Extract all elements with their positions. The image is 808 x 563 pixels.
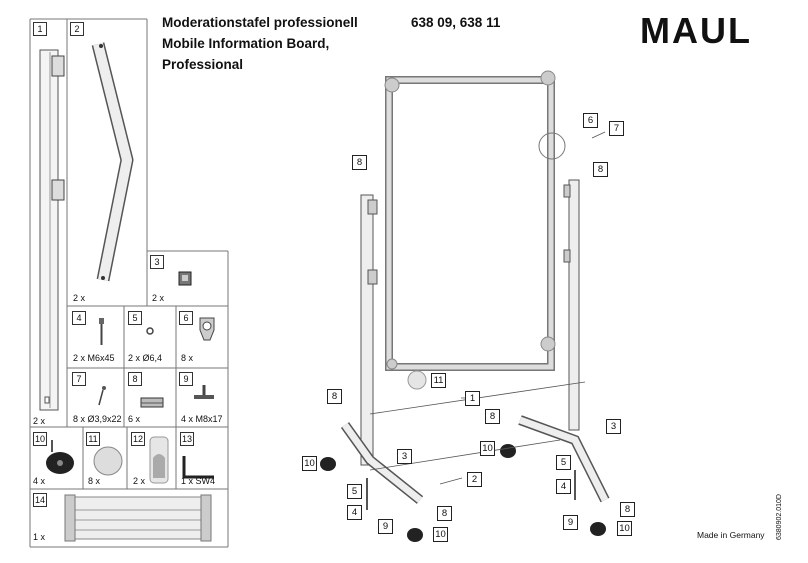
part-qty-11: 8 x bbox=[88, 476, 101, 486]
callout-6: 6 bbox=[583, 113, 598, 128]
callout-9: 9 bbox=[378, 519, 393, 534]
callout-8: 8 bbox=[437, 506, 452, 521]
part-7-screw-drawing bbox=[98, 386, 106, 406]
callout-8: 8 bbox=[327, 389, 342, 404]
callout-4: 4 bbox=[347, 505, 362, 520]
callout-9: 9 bbox=[563, 515, 578, 530]
callout-10: 10 bbox=[302, 456, 317, 471]
part-number-9: 9 bbox=[179, 372, 193, 386]
part-qty-5: 2 x Ø6,4 bbox=[128, 353, 163, 363]
part-number-4: 4 bbox=[72, 311, 86, 325]
part-4-screw-drawing bbox=[99, 318, 104, 345]
callout-8: 8 bbox=[620, 502, 635, 517]
part-qty-12: 2 x bbox=[133, 476, 146, 486]
part-number-14: 14 bbox=[33, 493, 47, 507]
part-9-foot-drawing bbox=[194, 385, 214, 399]
part-qty-3: 2 x bbox=[152, 293, 165, 303]
title-line-1: Moderationstafel professionell bbox=[162, 15, 358, 30]
part-3-clip-drawing bbox=[178, 271, 192, 286]
callout-8: 8 bbox=[485, 409, 500, 424]
assembly-drawing bbox=[320, 70, 610, 542]
part-number-10: 10 bbox=[33, 432, 47, 446]
callout-3: 3 bbox=[397, 449, 412, 464]
part-qty-13: 1 x SW4 bbox=[181, 476, 216, 486]
callout-4: 4 bbox=[556, 479, 571, 494]
callout-10: 10 bbox=[433, 527, 448, 542]
part-13-hex-key-drawing bbox=[182, 456, 214, 479]
part-number-13: 13 bbox=[180, 432, 194, 446]
callout-1: 1 bbox=[465, 391, 480, 406]
title-line-2: Mobile Information Board, bbox=[162, 36, 330, 51]
callout-10: 10 bbox=[617, 521, 632, 536]
part-number-11: 11 bbox=[86, 432, 100, 446]
part-qty-1: 2 x bbox=[33, 416, 46, 426]
part-qty-2: 2 x bbox=[73, 293, 86, 303]
part-qty-6: 8 x bbox=[181, 353, 194, 363]
part-number-6: 6 bbox=[179, 311, 193, 325]
part-number-12: 12 bbox=[131, 432, 145, 446]
part-number-5: 5 bbox=[128, 311, 142, 325]
part-6-connector-drawing bbox=[199, 317, 215, 341]
callout-5: 5 bbox=[556, 455, 571, 470]
product-title: Moderationstafel professionell Mobile In… bbox=[162, 12, 402, 75]
part-1-profile-drawing bbox=[39, 49, 65, 411]
part-12-holder-drawing bbox=[149, 436, 169, 484]
part-14-rail-drawing bbox=[64, 494, 212, 542]
part-qty-7: 8 x Ø3,9x22 bbox=[73, 414, 122, 424]
part-10-caster-drawing bbox=[46, 440, 74, 474]
callout-3: 3 bbox=[606, 419, 621, 434]
callout-10: 10 bbox=[480, 441, 495, 456]
part-qty-8: 6 x bbox=[128, 414, 141, 424]
part-8-cap-drawing bbox=[140, 397, 164, 408]
part-number-8: 8 bbox=[128, 372, 142, 386]
callout-7: 7 bbox=[609, 121, 624, 136]
part-2-tube-drawing bbox=[91, 42, 134, 282]
part-qty-10: 4 x bbox=[33, 476, 46, 486]
made-in-label: Made in Germany bbox=[697, 530, 765, 540]
callout-11: 11 bbox=[431, 373, 446, 388]
part-qty-14: 1 x bbox=[33, 532, 46, 542]
part-number-1: 1 bbox=[33, 22, 47, 36]
callout-8: 8 bbox=[352, 155, 367, 170]
document-code: 6380902.010D bbox=[776, 494, 783, 540]
part-number-2: 2 bbox=[70, 22, 84, 36]
part-11-ball-drawing bbox=[93, 446, 123, 476]
title-line-3: Professional bbox=[162, 57, 244, 72]
callout-8: 8 bbox=[593, 162, 608, 177]
brand-logo: MAUL bbox=[640, 10, 752, 51]
part-5-washer-drawing bbox=[146, 327, 154, 335]
callout-5: 5 bbox=[347, 484, 362, 499]
part-qty-9: 4 x M8x17 bbox=[181, 414, 223, 424]
part-number-7: 7 bbox=[72, 372, 86, 386]
part-qty-4: 2 x M6x45 bbox=[73, 353, 115, 363]
callout-2: 2 bbox=[467, 472, 482, 487]
article-numbers: 638 09, 638 11 bbox=[411, 15, 501, 30]
part-number-3: 3 bbox=[150, 255, 164, 269]
